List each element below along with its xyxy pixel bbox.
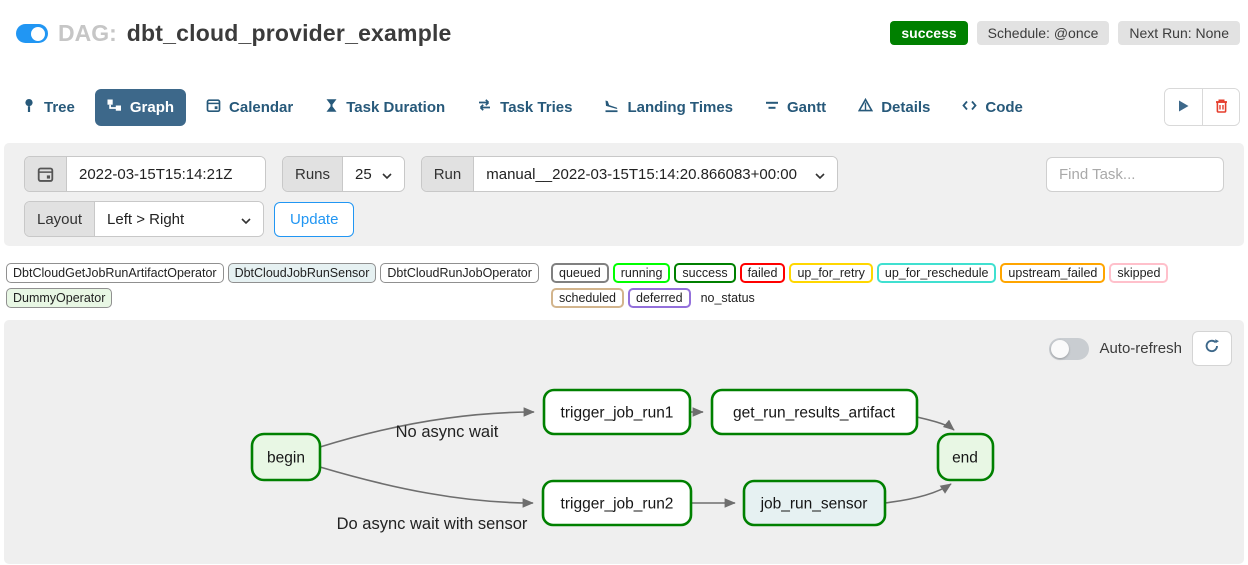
status-legend: queued running success failed up_for_ret… <box>551 263 1240 308</box>
tree-icon <box>22 98 36 117</box>
runs-group: Runs 25 <box>282 156 405 192</box>
task-node-job-run-sensor[interactable]: job_run_sensor <box>742 479 887 527</box>
run-group: Run manual__2022-03-15T15:14:20.866083+0… <box>420 156 838 192</box>
operator-legend: DbtCloudGetJobRunArtifactOperator DbtClo… <box>6 263 551 308</box>
view-tabs: Tree Graph Calendar Task Duration Task T… <box>10 88 1240 126</box>
dag-pause-toggle[interactable] <box>16 24 48 43</box>
repeat-icon <box>477 98 492 116</box>
edge-begin-trigger2 <box>319 466 534 508</box>
refresh-icon <box>1204 338 1220 359</box>
plane-landing-icon <box>604 98 619 117</box>
header-badges: success Schedule: @once Next Run: None <box>890 21 1240 45</box>
tab-tree[interactable]: Tree <box>10 89 87 126</box>
edge-label-async-sensor: Do async wait with sensor <box>337 515 528 533</box>
dag-graph: No async wait Do async wait with sensor … <box>250 388 995 533</box>
auto-refresh-toggle[interactable] <box>1049 337 1090 360</box>
tab-gantt[interactable]: Gantt <box>753 90 838 125</box>
schedule-badge: Schedule: @once <box>976 21 1110 45</box>
legend-operator: DbtCloudRunJobOperator <box>380 263 539 283</box>
edge-label-no-async: No async wait <box>396 423 499 441</box>
run-label: Run <box>421 157 475 191</box>
execution-date-input[interactable] <box>67 157 265 191</box>
task-node-begin[interactable]: begin <box>250 432 322 482</box>
legend-status: up_for_retry <box>789 263 873 283</box>
chevron-down-icon <box>815 166 825 183</box>
task-node-trigger-job-run2[interactable]: trigger_job_run2 <box>541 479 693 527</box>
legend-operator: DummyOperator <box>6 288 113 308</box>
auto-refresh-label: Auto-refresh <box>1099 340 1182 357</box>
legend-operator: DbtCloudGetJobRunArtifactOperator <box>6 263 224 283</box>
next-run-badge: Next Run: None <box>1118 21 1240 45</box>
legend-status: up_for_reschedule <box>876 263 997 283</box>
runs-select[interactable]: 25 <box>343 157 404 191</box>
layout-group: Layout Left > Right <box>24 201 265 237</box>
tab-task-duration[interactable]: Task Duration <box>313 89 457 126</box>
delete-dag-button[interactable] <box>1202 89 1239 125</box>
svg-text:trigger_job_run2: trigger_job_run2 <box>561 496 674 513</box>
legend-status: upstream_failed <box>1000 263 1106 283</box>
status-badge[interactable]: success <box>890 21 968 45</box>
svg-text:trigger_job_run1: trigger_job_run1 <box>561 405 674 422</box>
trigger-dag-button[interactable] <box>1165 89 1202 125</box>
find-task-input[interactable] <box>1046 156 1224 192</box>
gantt-icon <box>765 99 779 116</box>
tab-graph[interactable]: Graph <box>94 88 187 126</box>
update-button[interactable]: Update <box>274 201 355 237</box>
legend-status: scheduled <box>551 288 624 308</box>
legend-status: running <box>612 263 671 283</box>
run-select[interactable]: manual__2022-03-15T15:14:20.866083+00:00 <box>474 157 837 191</box>
chevron-down-icon <box>382 166 392 183</box>
layout-select[interactable]: Left > Right <box>95 202 264 236</box>
execution-date-group <box>24 156 266 192</box>
trash-icon <box>1214 98 1229 117</box>
dag-graph-panel: Auto-refresh No async wait Do async wait… <box>4 320 1244 564</box>
toggle-knob <box>1051 339 1070 358</box>
task-node-end[interactable]: end <box>936 432 995 482</box>
page-title: dbt_cloud_provider_example <box>126 20 452 46</box>
tab-task-tries[interactable]: Task Tries <box>465 89 584 125</box>
svg-text:job_run_sensor: job_run_sensor <box>760 496 868 513</box>
play-icon <box>1177 99 1190 116</box>
legend: DbtCloudGetJobRunArtifactOperator DbtClo… <box>6 263 1240 308</box>
dag-actions <box>1164 88 1240 126</box>
dag-prefix-label: DAG: <box>58 20 117 46</box>
task-node-get-run-results-artifact[interactable]: get_run_results_artifact <box>710 388 919 436</box>
legend-status: queued <box>551 263 609 283</box>
legend-status: deferred <box>628 288 691 308</box>
layout-label: Layout <box>25 202 96 236</box>
tab-details[interactable]: Details <box>846 89 942 125</box>
code-icon <box>962 99 978 116</box>
triangle-icon <box>858 97 874 116</box>
filter-panel: Runs 25 Run manual__2022-03-15T15:14:20.… <box>4 143 1244 246</box>
tab-landing-times[interactable]: Landing Times <box>592 89 745 126</box>
svg-text:end: end <box>952 450 978 467</box>
edge-begin-trigger1 <box>319 407 535 448</box>
edge-artifact-end <box>916 416 955 431</box>
legend-status: skipped <box>1109 263 1169 283</box>
refresh-button[interactable] <box>1192 331 1232 366</box>
tab-calendar[interactable]: Calendar <box>194 89 305 126</box>
svg-text:get_run_results_artifact: get_run_results_artifact <box>733 405 896 422</box>
toggle-knob <box>31 26 45 41</box>
hourglass-icon <box>325 98 338 117</box>
calendar-icon <box>206 98 221 117</box>
task-node-trigger-job-run1[interactable]: trigger_job_run1 <box>542 388 692 436</box>
legend-status: failed <box>739 263 786 283</box>
legend-status: no_status <box>694 288 761 308</box>
calendar-addon-icon <box>25 157 67 191</box>
graph-icon <box>107 98 122 117</box>
runs-label: Runs <box>283 157 344 191</box>
legend-status: success <box>674 263 736 283</box>
tab-code[interactable]: Code <box>950 90 1035 125</box>
svg-text:begin: begin <box>267 450 305 467</box>
chevron-down-icon <box>241 211 251 228</box>
legend-operator: DbtCloudJobRunSensor <box>227 263 377 283</box>
edge-sensor-end <box>884 483 952 504</box>
find-task-wrap <box>1046 156 1224 192</box>
dag-header: DAG: dbt_cloud_provider_example success … <box>0 0 1248 62</box>
